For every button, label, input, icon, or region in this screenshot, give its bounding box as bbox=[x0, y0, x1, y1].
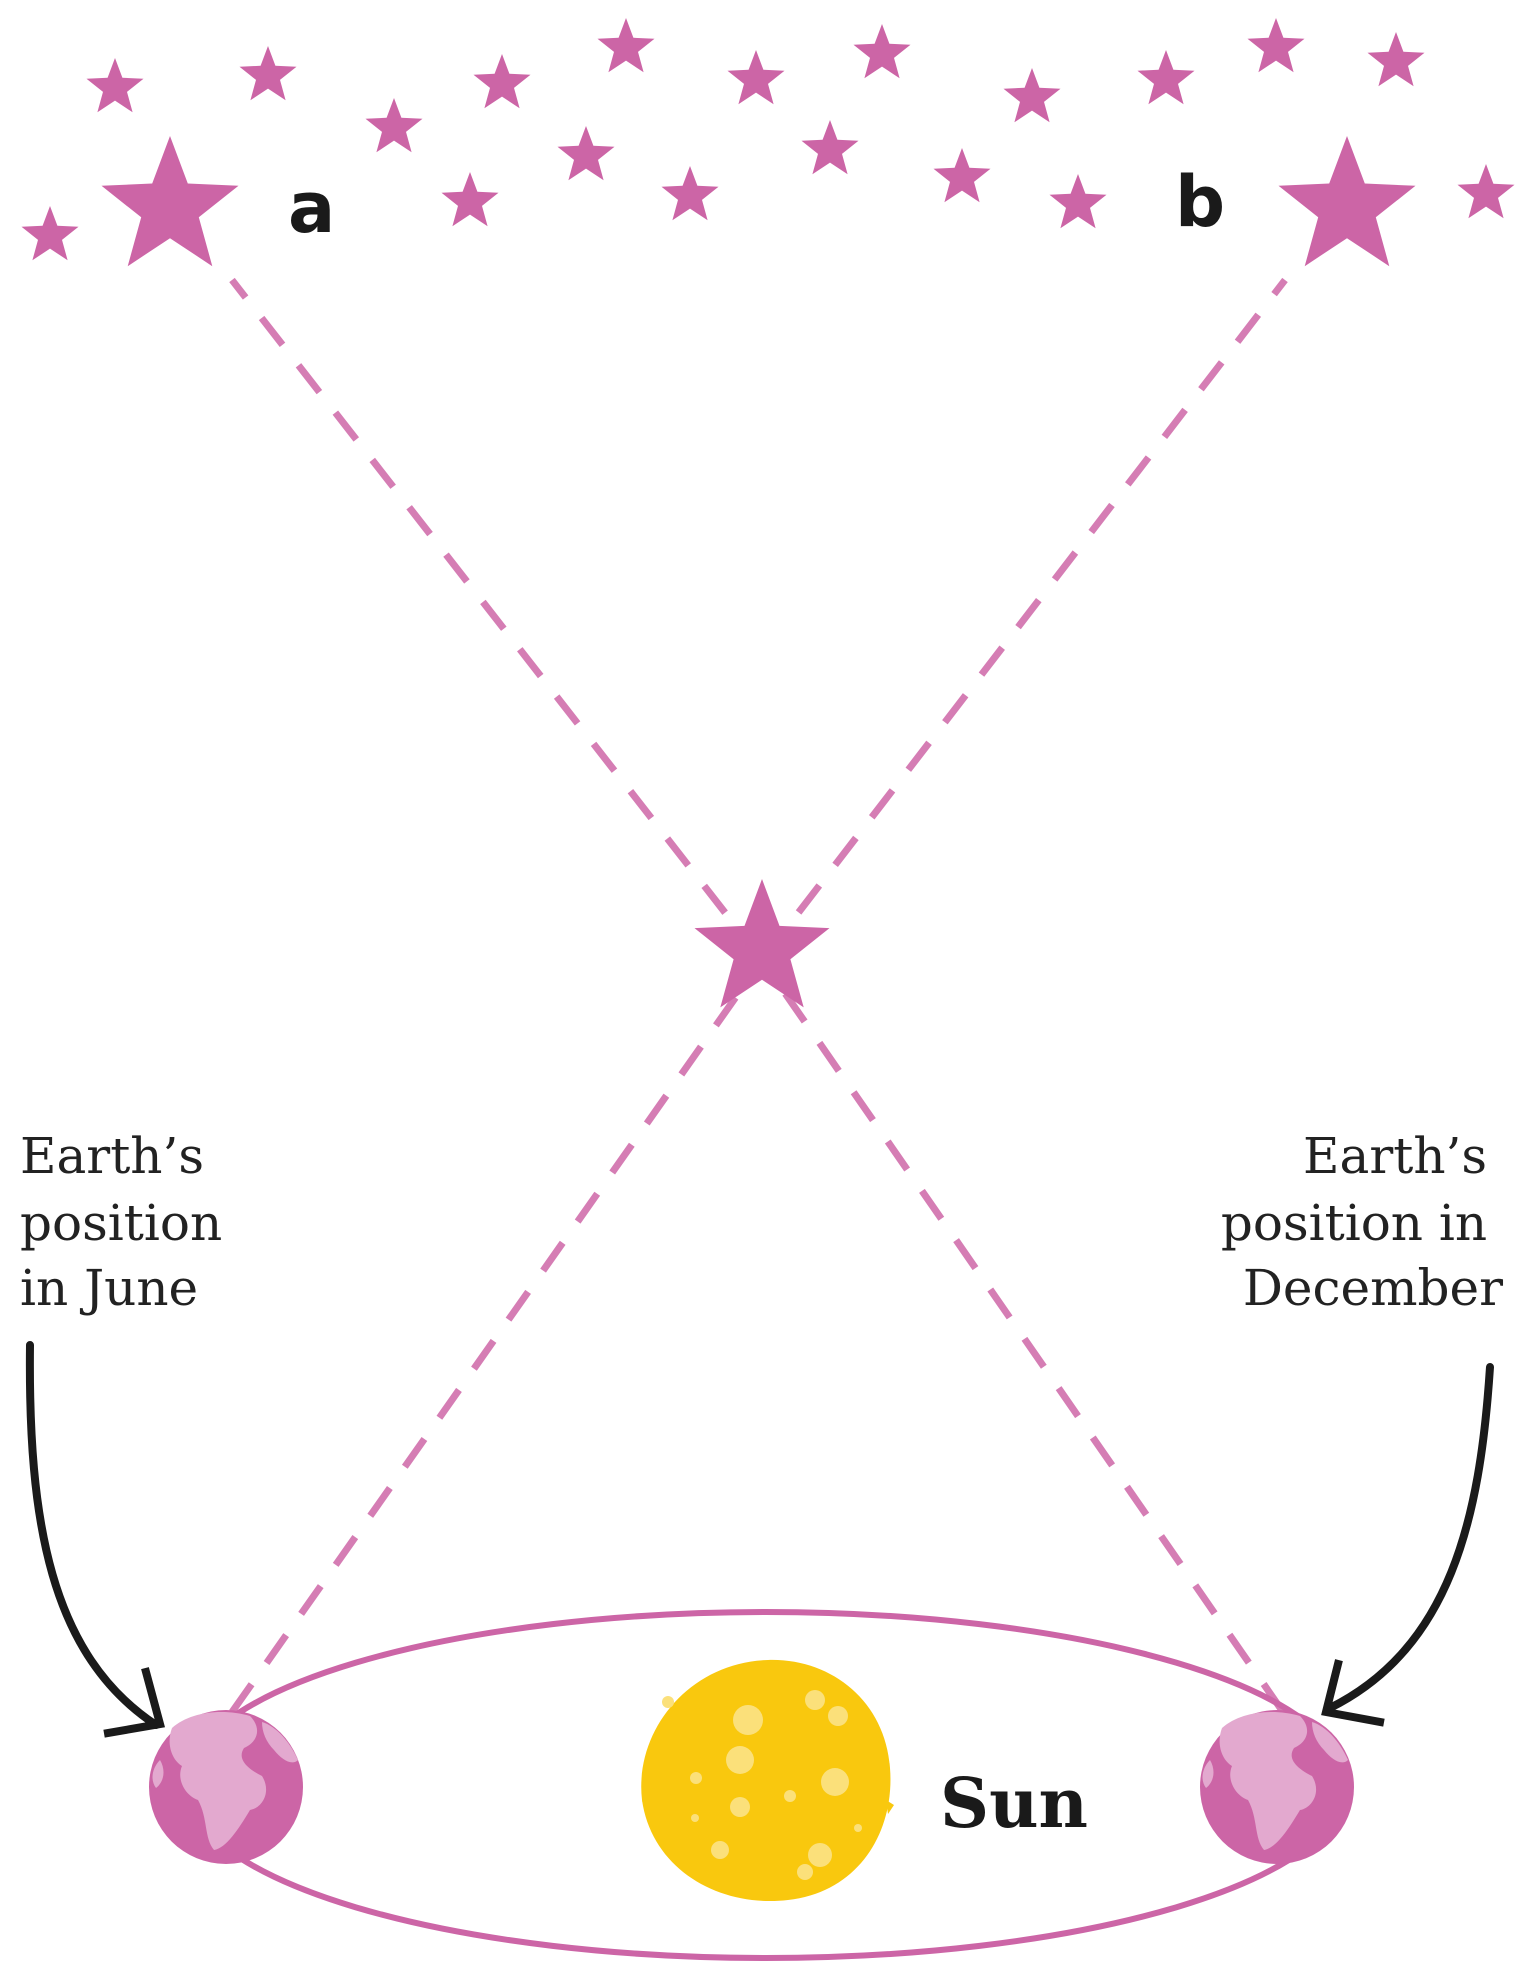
star-icon bbox=[473, 54, 531, 109]
june-label-line-3: in June bbox=[20, 1259, 198, 1317]
sight-line-december bbox=[759, 958, 1286, 1714]
star-icon bbox=[1049, 174, 1107, 229]
star-icon bbox=[1003, 68, 1061, 123]
december-position-label: Earth’s position in December bbox=[1221, 1127, 1503, 1317]
star-icon bbox=[933, 148, 991, 203]
june-label-line-2: position bbox=[20, 1194, 222, 1252]
star-icon bbox=[365, 98, 423, 153]
arrow-to-june-earth-head bbox=[103, 1667, 166, 1738]
earth-december-icon bbox=[1200, 1710, 1354, 1864]
star-icon bbox=[239, 46, 297, 101]
star-icon bbox=[853, 24, 911, 79]
june-position-label: Earth’s position in June bbox=[20, 1127, 238, 1317]
star-icon bbox=[441, 172, 499, 227]
star-icon bbox=[21, 206, 79, 261]
star-icon bbox=[1367, 32, 1425, 87]
star-icon bbox=[86, 58, 144, 113]
december-label-line-3: December bbox=[1243, 1259, 1503, 1317]
sun-label: Sun bbox=[940, 1764, 1088, 1844]
star-b-label: b bbox=[1175, 161, 1225, 243]
star-icon bbox=[727, 50, 785, 105]
sun-icon bbox=[641, 1659, 894, 1902]
arrow-to-june-earth bbox=[25, 1341, 160, 1729]
star-b-icon bbox=[1278, 136, 1416, 267]
star-icon bbox=[597, 18, 655, 73]
arrow-to-december-earth-head bbox=[1321, 1659, 1385, 1727]
star-icon bbox=[1247, 18, 1305, 73]
sight-line-june-extension bbox=[229, 277, 765, 963]
arrow-to-december-earth bbox=[1326, 1363, 1494, 1712]
star-icon bbox=[1457, 164, 1515, 219]
june-label-line-1: Earth’s bbox=[20, 1127, 204, 1185]
sight-line-june bbox=[229, 957, 765, 1715]
star-icon bbox=[557, 126, 615, 181]
star-icon bbox=[661, 166, 719, 221]
earth-june-icon bbox=[149, 1710, 303, 1864]
star-icon bbox=[1278, 136, 1416, 267]
star-a-label: a bbox=[288, 167, 335, 249]
star-icon bbox=[1137, 50, 1195, 105]
star-icon bbox=[801, 120, 859, 175]
sight-line-december-extension bbox=[759, 277, 1288, 963]
december-label-line-1: Earth’s bbox=[1303, 1127, 1487, 1185]
star-a-icon bbox=[101, 136, 239, 267]
nearby-star-icon bbox=[694, 879, 830, 1008]
star-icon bbox=[694, 879, 830, 1008]
background-stars bbox=[21, 18, 1515, 261]
december-label-line-2: position in bbox=[1221, 1194, 1487, 1252]
star-icon bbox=[101, 136, 239, 267]
